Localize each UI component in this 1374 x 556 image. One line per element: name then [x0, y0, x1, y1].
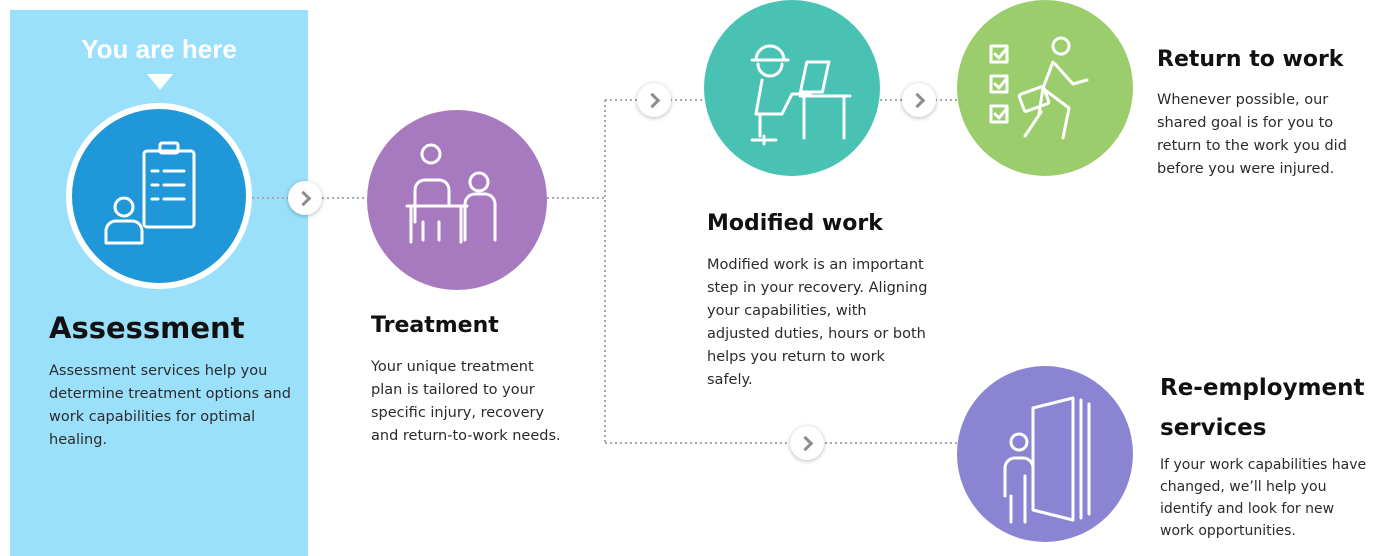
assessment-description: Assessment services help you determine t…	[49, 363, 291, 448]
treatment-title: Treatment	[371, 313, 499, 338]
you-are-here-arrow	[147, 74, 173, 90]
next-chevron-icon	[790, 426, 824, 460]
return-to-work-title: Return to work	[1157, 47, 1344, 72]
treatment-circle	[367, 110, 547, 290]
reemployment-circle	[957, 366, 1133, 542]
checklist-walking-worker-icon	[989, 36, 1089, 140]
next-chevron-icon	[902, 83, 936, 117]
return-to-work-circle	[957, 0, 1133, 176]
assessment-title: Assessment	[49, 311, 245, 345]
you-are-here-label: You are here	[81, 34, 237, 64]
treatment-description: Your unique treatment plan is tailored t…	[371, 359, 561, 444]
modified-work-circle	[704, 0, 880, 176]
reemployment-description: If your work capabilities have changed, …	[1160, 457, 1367, 539]
person-door-icon	[1003, 396, 1091, 524]
reemployment-title: Re-employment services	[1160, 375, 1365, 441]
modified-work-title: Modified work	[707, 211, 883, 236]
worker-at-desk-icon	[750, 44, 852, 146]
next-chevron-icon	[637, 83, 671, 117]
assessment-circle	[66, 103, 252, 289]
consultation-icon	[405, 143, 497, 244]
return-to-work-description: Whenever possible, our shared goal is fo…	[1157, 92, 1347, 177]
next-chevron-icon	[288, 181, 322, 215]
modified-work-description: Modified work is an important step in yo…	[707, 257, 928, 388]
clipboard-person-icon	[104, 141, 196, 245]
